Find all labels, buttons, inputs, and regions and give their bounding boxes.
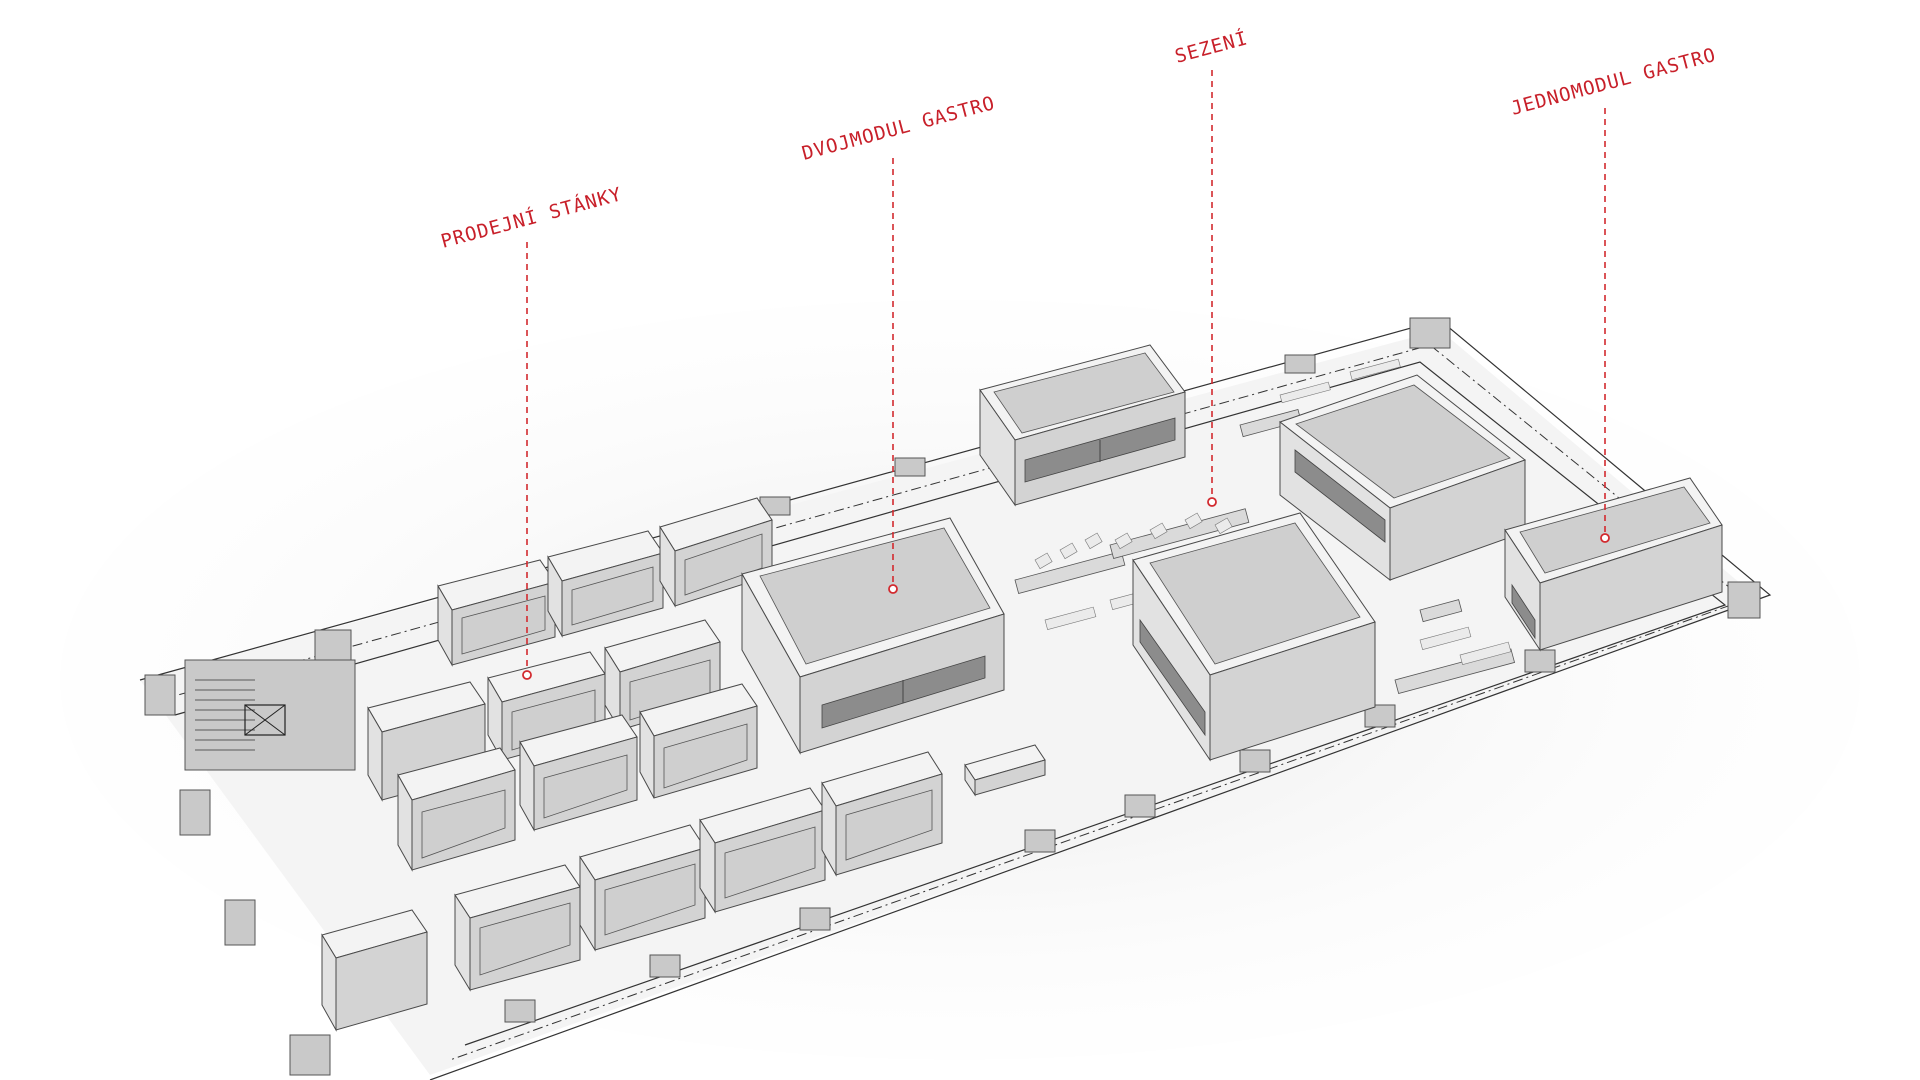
gastro-module-top — [979, 344, 1186, 507]
stall — [437, 559, 556, 667]
stall — [821, 751, 943, 877]
stair-core — [184, 659, 356, 771]
stall — [639, 683, 758, 799]
label-dvojmodul-gastro: DVOJMODUL GASTRO — [800, 92, 998, 165]
single-gastro-module — [1504, 477, 1723, 652]
label-prodejni-stanky: PRODEJNÍ STÁNKY — [438, 182, 624, 253]
gastro-module-center — [1132, 512, 1376, 762]
stall — [604, 619, 721, 732]
sales-stalls — [321, 497, 943, 1032]
label-jednomodul-gastro: JEDNOMODUL GASTRO — [1509, 44, 1719, 120]
stall — [519, 714, 638, 832]
stall — [547, 530, 664, 638]
stall — [659, 497, 773, 608]
stall — [487, 651, 606, 762]
double-gastro-module — [741, 517, 1005, 755]
stall — [579, 824, 706, 952]
gastro-module-upper-right — [1278, 374, 1527, 582]
stall — [397, 747, 516, 872]
stall — [321, 909, 428, 1032]
label-sezeni: SEZENÍ — [1172, 26, 1250, 68]
stall — [454, 864, 581, 992]
